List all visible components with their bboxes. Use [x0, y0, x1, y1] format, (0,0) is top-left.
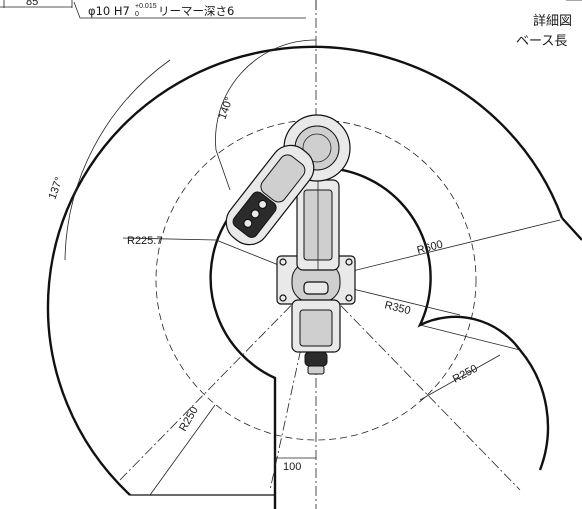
robot-base [276, 255, 356, 375]
robot-arm-2 [225, 144, 315, 246]
radial-line-left [119, 279, 317, 481]
reamer-tol-lower: 0 [135, 11, 139, 18]
dim-100: 100 [274, 450, 316, 473]
base-length-note: ベース長 [516, 34, 567, 49]
robot-arm-1 [296, 179, 340, 271]
r250-right-label: R250 [451, 363, 480, 386]
radial-line-right [315, 279, 521, 491]
outer-envelope-end [561, 217, 582, 241]
r225-extension [122, 237, 217, 241]
detail-drawing-note: 詳細図 [533, 13, 572, 29]
reamer-spec-note: φ10 H7 +0.015 0 リーマー深さ6 [73, 1, 306, 19]
angle-140-label: 140° [217, 96, 236, 121]
r250-right-center-line [419, 324, 521, 351]
reamer-spec-suffix: リーマー深さ6 [158, 4, 234, 18]
outer-envelope-r600 [46, 45, 564, 496]
r600-label: R600 [416, 239, 445, 257]
r600-leader [315, 219, 561, 281]
arc-140 [215, 39, 317, 151]
angle-137-label: 137° [47, 176, 66, 201]
r250-right-leader [419, 354, 501, 401]
dim-100-label: 100 [283, 461, 301, 473]
arc-137 [64, 59, 171, 261]
reamer-tol-upper: +0.015 [135, 3, 157, 10]
r225-label: R225.7 [127, 235, 162, 247]
r250-left-leader [149, 404, 216, 496]
arc-140-leg [215, 149, 231, 191]
reamer-spec-prefix: φ10 H7 [88, 4, 130, 18]
dim-85-label: 85 [26, 0, 38, 8]
dim-85-callout: 85 [0, 0, 73, 8]
